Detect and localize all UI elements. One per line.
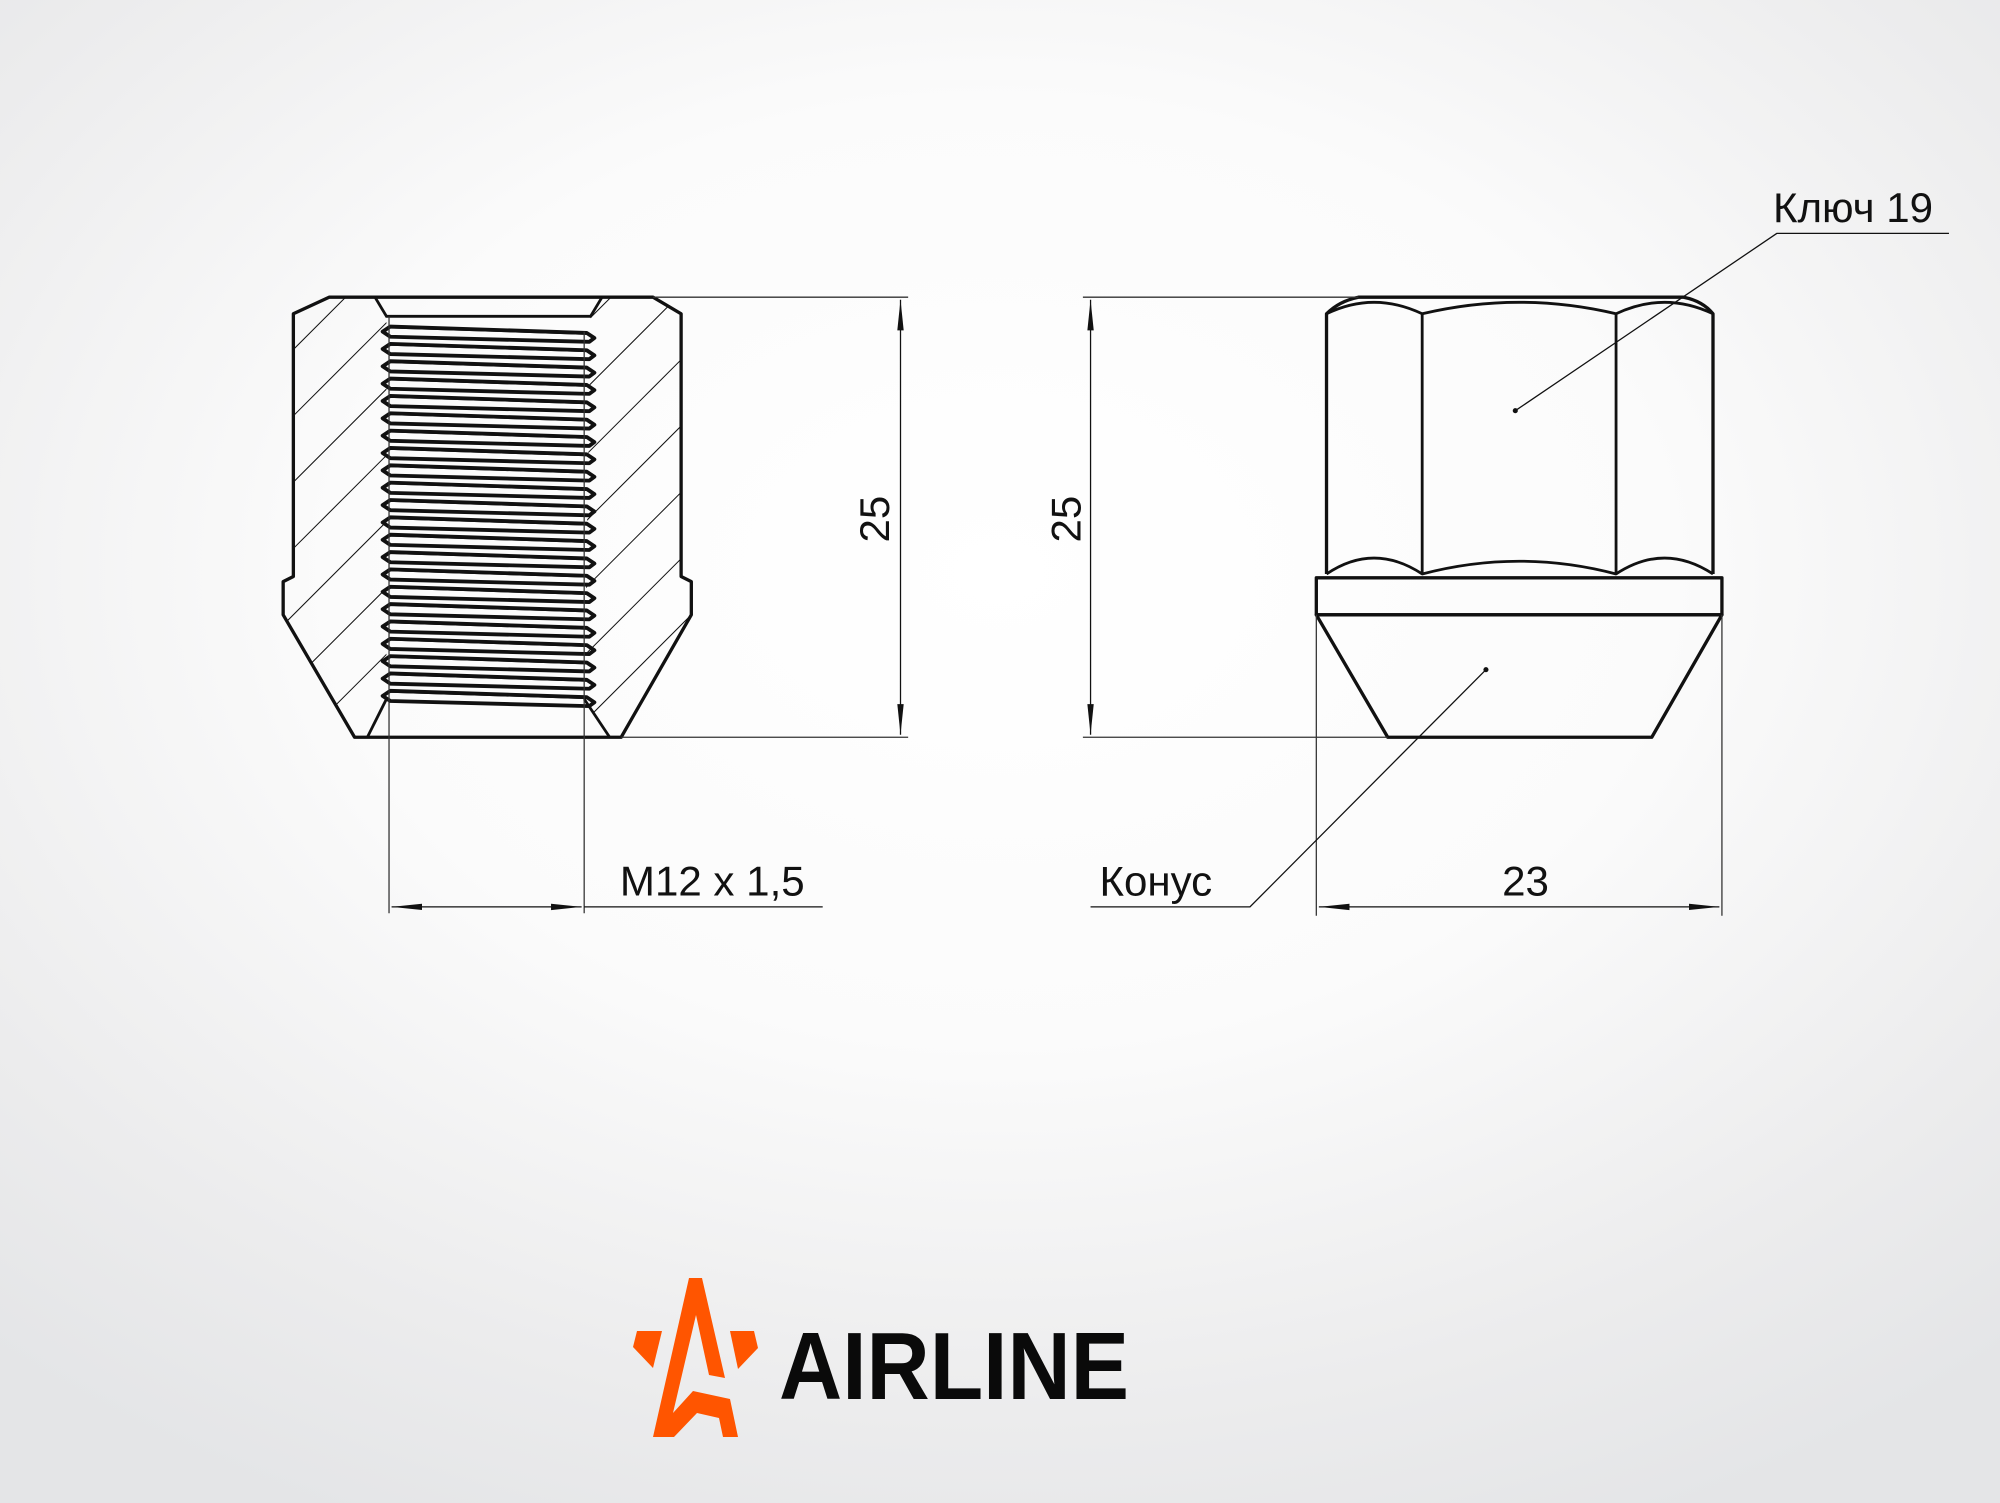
thread-turn — [380, 446, 597, 466]
thread-turn — [380, 411, 597, 431]
thread-turn — [380, 498, 597, 518]
side-view — [1314, 295, 1724, 739]
airline-logo: AIRLINE — [633, 1278, 1129, 1437]
thread-turn — [380, 532, 597, 552]
hex-body — [1324, 295, 1715, 574]
hatching-left — [283, 297, 387, 738]
thread-turn — [380, 671, 597, 691]
thread-turn — [380, 654, 597, 674]
thread-label: M12 x 1,5 — [620, 857, 805, 904]
thread-turn — [380, 394, 597, 414]
hatching-right — [584, 297, 692, 738]
wrench-leader — [1514, 232, 1949, 412]
side-view-dimensions: 25 23 Ключ 19 Конус — [1042, 184, 1949, 916]
cone-leader — [1090, 669, 1487, 908]
thread-turn — [380, 567, 597, 587]
logo-text: AIRLINE — [779, 1313, 1129, 1420]
thread-turn — [380, 602, 597, 622]
height-label-left: 25 — [851, 496, 898, 543]
thread-turn — [380, 359, 597, 379]
cone-label: Конус — [1099, 857, 1212, 904]
thread-turn — [380, 480, 597, 500]
thread-turn — [380, 376, 597, 396]
cone-seat — [1314, 613, 1724, 739]
wrench-size-label: Ключ 19 — [1773, 184, 1933, 231]
thread-turn — [380, 636, 597, 656]
flange — [1314, 576, 1724, 617]
thread-turn — [380, 428, 597, 448]
star-logo-icon — [633, 1278, 758, 1437]
height-label-right: 25 — [1042, 496, 1089, 543]
thread-turn — [380, 550, 597, 570]
thread-turn — [380, 341, 597, 362]
thread — [380, 324, 597, 709]
thread-turn — [380, 515, 597, 535]
section-view: 25 M12 x 1,5 — [281, 295, 909, 914]
width-label: 23 — [1502, 857, 1549, 904]
thread-turn — [380, 619, 597, 639]
thread-turn — [380, 324, 597, 344]
thread-turn — [380, 584, 597, 604]
thread-turn — [380, 463, 597, 483]
thread-turn — [380, 688, 597, 709]
